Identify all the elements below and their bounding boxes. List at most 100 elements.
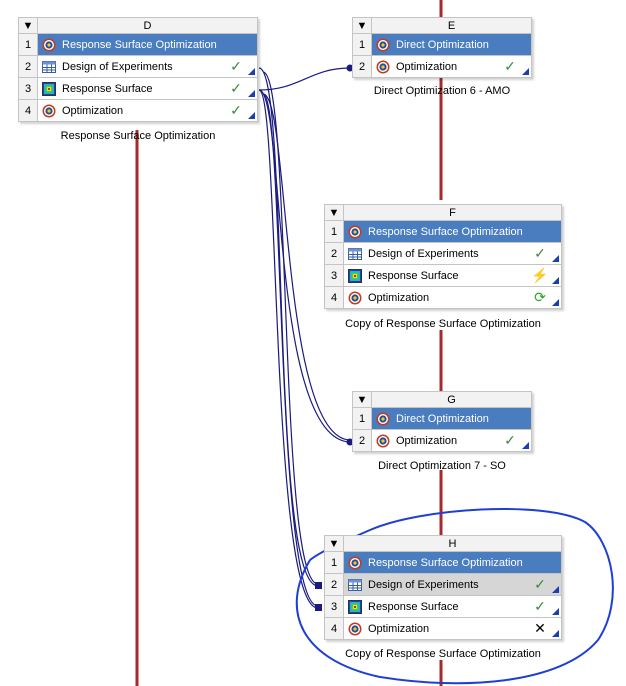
cell-row[interactable]: 2 Optimization ✓ xyxy=(352,429,532,452)
cell-label: Optimization xyxy=(368,291,430,304)
system-letter: D xyxy=(37,17,258,34)
system-menu-arrow[interactable]: ▼ xyxy=(324,535,344,552)
system-letter: F xyxy=(343,204,562,221)
row-number: 2 xyxy=(18,55,38,78)
row-number: 1 xyxy=(18,33,38,56)
design-of-experiments-icon xyxy=(348,247,362,260)
input-connector-h3[interactable] xyxy=(315,604,322,611)
cell-status-icon: ✓ xyxy=(230,58,242,74)
cell-label: Optimization xyxy=(62,104,124,117)
cell-label: Response Surface xyxy=(62,82,153,95)
system-letter: G xyxy=(371,391,532,408)
cell-label: Response Surface Optimization xyxy=(62,38,217,51)
cell-corner-triangle-icon[interactable] xyxy=(552,299,559,306)
cell-row[interactable]: 2 Design of Experiments ✓ xyxy=(324,573,562,596)
system-letter: H xyxy=(343,535,562,552)
cell-corner-triangle-icon[interactable] xyxy=(552,630,559,637)
wire-d3-to-h3 xyxy=(258,89,319,609)
cell-status-icon: ⚡ xyxy=(531,267,549,283)
system-menu-arrow[interactable]: ▼ xyxy=(18,17,38,34)
cell-row[interactable]: 3 Response Surface ⚡ xyxy=(324,264,562,287)
cell-status-icon: ✓ xyxy=(230,102,242,118)
row-number: 4 xyxy=(324,617,344,640)
row-number: 1 xyxy=(352,33,372,56)
system-menu-arrow[interactable]: ▼ xyxy=(352,391,372,408)
input-connector-h2[interactable] xyxy=(315,582,322,589)
cell-label: Response Surface Optimization xyxy=(368,556,523,569)
cell-status-icon: ✓ xyxy=(534,245,546,261)
optimization-target-icon xyxy=(42,38,56,51)
cell-label: Response Surface Optimization xyxy=(368,225,523,238)
wire-d3-to-g2-b xyxy=(262,93,351,441)
wire-d3-to-h3-b xyxy=(262,93,319,607)
row-number: 3 xyxy=(324,264,344,287)
cell-row[interactable]: 4 Optimization ⟳ xyxy=(324,286,562,309)
system-caption-d: Response Surface Optimization xyxy=(60,130,216,142)
cell-corner-triangle-icon[interactable] xyxy=(522,68,529,75)
cell-label: Response Surface xyxy=(368,269,459,282)
optimization-target-icon xyxy=(376,60,390,73)
row-number: 1 xyxy=(324,551,344,574)
input-connector-e2[interactable] xyxy=(346,64,354,72)
wire-d2-to-h2-b xyxy=(262,71,319,585)
optimization-target-icon xyxy=(348,556,362,569)
row-number: 2 xyxy=(352,429,372,452)
cell-row[interactable]: 4 Optimization ✓ xyxy=(18,99,258,122)
cell-label: Design of Experiments xyxy=(62,60,173,73)
row-number: 2 xyxy=(324,573,344,596)
cell-label: Design of Experiments xyxy=(368,578,479,591)
response-surface-icon xyxy=(42,81,56,96)
cell-row[interactable]: 1 Direct Optimization xyxy=(352,407,532,430)
design-of-experiments-icon xyxy=(348,578,362,591)
row-number: 4 xyxy=(324,286,344,309)
cell-label: Optimization xyxy=(396,434,458,447)
optimization-target-icon xyxy=(376,38,390,51)
row-number: 4 xyxy=(18,99,38,122)
cell-corner-triangle-icon[interactable] xyxy=(552,586,559,593)
cell-status-icon: ⟳ xyxy=(534,289,546,305)
cell-status-icon: ✓ xyxy=(504,432,516,448)
cell-status-icon: ✓ xyxy=(230,80,242,96)
cell-status-icon: ✓ xyxy=(534,576,546,592)
cell-corner-triangle-icon[interactable] xyxy=(248,68,255,75)
cell-status-icon: ✕ xyxy=(534,620,546,636)
system-letter: E xyxy=(371,17,532,34)
cell-row[interactable]: 1 Response Surface Optimization xyxy=(324,551,562,574)
cell-corner-triangle-icon[interactable] xyxy=(552,277,559,284)
response-surface-icon xyxy=(348,599,362,614)
cell-label: Direct Optimization xyxy=(396,412,489,425)
cell-corner-triangle-icon[interactable] xyxy=(248,112,255,119)
row-number: 2 xyxy=(352,55,372,78)
response-surface-icon xyxy=(348,268,362,283)
wire-d2-to-h2 xyxy=(258,67,319,587)
optimization-target-icon xyxy=(376,434,390,447)
cell-corner-triangle-icon[interactable] xyxy=(552,255,559,262)
cell-corner-triangle-icon[interactable] xyxy=(552,608,559,615)
cell-corner-triangle-icon[interactable] xyxy=(248,90,255,97)
optimization-target-icon xyxy=(348,225,362,238)
cell-label: Optimization xyxy=(396,60,458,73)
cell-label: Response Surface xyxy=(368,600,459,613)
system-menu-arrow[interactable]: ▼ xyxy=(324,204,344,221)
input-connector-g2[interactable] xyxy=(346,438,354,446)
row-number: 1 xyxy=(352,407,372,430)
cell-row[interactable]: 1 Response Surface Optimization xyxy=(18,33,258,56)
cell-corner-triangle-icon[interactable] xyxy=(522,442,529,449)
system-menu-arrow[interactable]: ▼ xyxy=(352,17,372,34)
cell-label: Design of Experiments xyxy=(368,247,479,260)
optimization-target-icon xyxy=(376,412,390,425)
cell-row[interactable]: 2 Design of Experiments ✓ xyxy=(18,55,258,78)
